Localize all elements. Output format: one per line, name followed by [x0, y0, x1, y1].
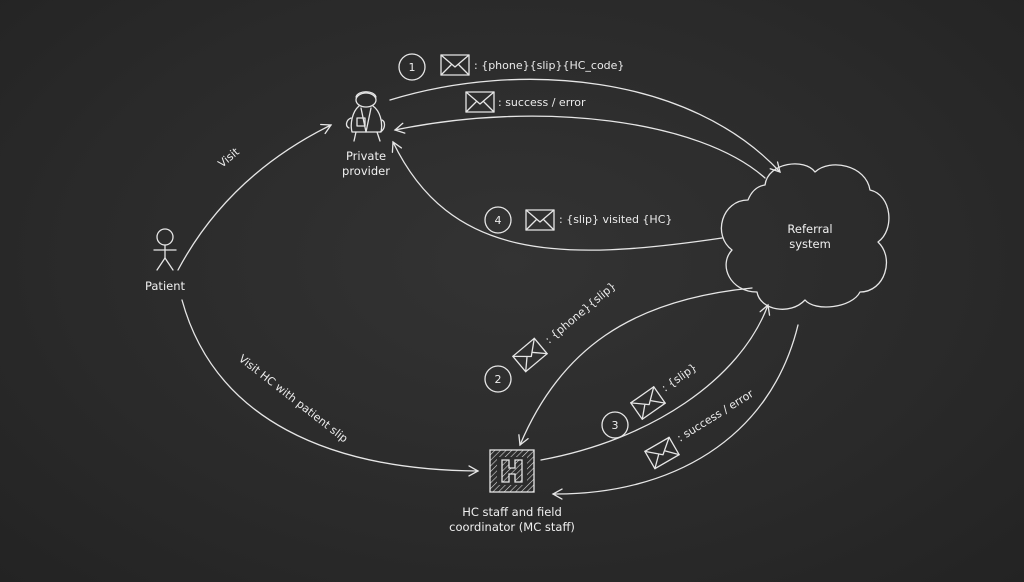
step-number-4: 4 [495, 214, 502, 227]
step-badge-4 [484, 206, 512, 234]
hc-label-line2: coordinator (MC staff) [449, 520, 575, 534]
arrow-provider-to-referral [389, 78, 781, 173]
arrow-patient-to-provider [177, 123, 333, 271]
provider-label-line1: Private [346, 149, 386, 163]
message-4-text: : {slip} visited {HC} [559, 213, 672, 226]
step-badge-1 [398, 53, 426, 81]
envelope-icon [525, 209, 555, 231]
envelope-icon [440, 54, 470, 76]
arrow-referral-to-hc-reply [551, 324, 799, 500]
arrow-referral-to-hc [518, 287, 753, 447]
step-badge-3 [601, 411, 629, 439]
arrow-referral-to-provider-visited [391, 140, 723, 251]
provider-label-line2: provider [342, 164, 390, 178]
message-3-reply-text: : success / error [675, 387, 757, 445]
hospital-icon [489, 449, 535, 493]
arrow-referral-to-provider [393, 115, 766, 179]
step-number-1: 1 [409, 61, 416, 74]
envelope-icon [465, 91, 495, 113]
step-badge-2 [484, 365, 512, 393]
message-1-reply-text: : success / error [498, 96, 586, 109]
envelope-icon [644, 436, 680, 470]
envelope-icon [630, 386, 666, 420]
message-3-text: : {slip} [659, 361, 699, 395]
step-number-3: 3 [612, 419, 619, 432]
patient-icon [153, 228, 177, 271]
patient-label: Patient [145, 279, 186, 293]
referral-label-line1: Referral [787, 222, 832, 236]
cloud-icon [720, 163, 890, 310]
message-2: 2 : {phone}{slip} [484, 279, 619, 393]
message-1-text: : {phone}{slip}{HC_code} [474, 59, 624, 72]
message-1: 1 : {phone}{slip}{HC_code} [398, 53, 624, 81]
hc-label-line1: HC staff and field [462, 505, 562, 519]
visit-hc-label: Visit HC with patient slip [236, 352, 350, 445]
step-number-2: 2 [495, 373, 502, 386]
arrow-patient-to-hc [181, 299, 480, 477]
visit-label: Visit [216, 145, 243, 170]
arrow-hc-to-referral [540, 303, 771, 461]
message-2-text: : {phone}{slip} [543, 279, 619, 346]
envelope-icon [512, 337, 548, 373]
doctor-icon [345, 91, 386, 142]
message-4: 4 : {slip} visited {HC} [484, 206, 672, 234]
referral-label-line2: system [789, 237, 831, 251]
message-3-reply: : success / error [644, 387, 757, 470]
message-1-reply: : success / error [465, 91, 586, 113]
